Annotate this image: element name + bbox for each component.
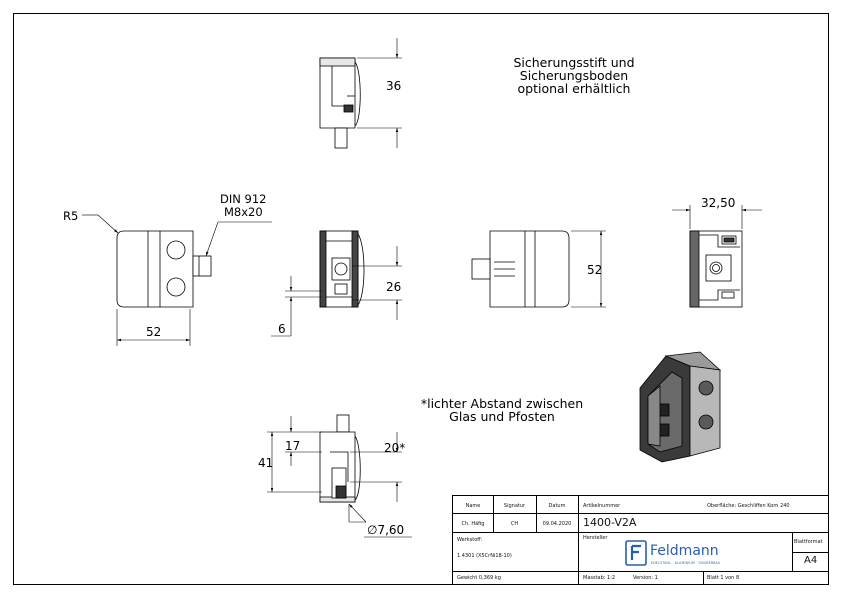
dim-36-label: 36 xyxy=(386,79,401,93)
dim-din-line1: DIN 912 xyxy=(220,192,266,206)
dim-r5-label: R5 xyxy=(63,209,78,223)
dim-6 xyxy=(271,276,322,337)
dim-760-label: ∅7,60 xyxy=(367,523,404,537)
side-view-center xyxy=(319,230,365,308)
hersteller-label: Hersteller xyxy=(583,535,608,541)
title-block: Name Signatur Datum Artikelnummer Oberfl… xyxy=(452,495,828,585)
blatt: Blatt 1 von 8 xyxy=(707,575,740,581)
blattformat-value: A4 xyxy=(804,555,818,566)
value-signatur: CH xyxy=(510,521,519,527)
dim-52-right xyxy=(571,230,606,308)
bottom-view xyxy=(319,414,361,503)
value-datum: 09.04.2020 xyxy=(542,521,572,527)
value-name: Ch. Häfig xyxy=(461,521,485,527)
header-oberflaeche: Oberfläche: Geschliffen Korn 240 xyxy=(707,503,790,509)
end-view xyxy=(689,230,743,308)
note-mid-line1: *lichter Abstand zwischen xyxy=(421,396,583,411)
front-view-left xyxy=(116,230,212,308)
massstab: Masstab: 1:2 xyxy=(583,575,616,581)
header-signatur: Signatur xyxy=(503,503,526,509)
dim-20 xyxy=(350,432,402,502)
dim-26-label: 26 xyxy=(386,280,401,294)
logo-wordmark: Feldmann xyxy=(650,543,719,559)
header-name: Name xyxy=(465,503,481,509)
dim-6-label: 6 xyxy=(278,322,286,336)
feldmann-logo: Feldmann EDELSTAHL · ALUMINIUM · SONDERB… xyxy=(625,540,745,568)
dim-20-label: 20* xyxy=(384,441,405,455)
isometric-view xyxy=(639,351,722,463)
dim-r5 xyxy=(82,214,119,234)
dim-26 xyxy=(352,246,402,320)
feldmann-logo-icon xyxy=(625,540,647,566)
note-mid-line2: Glas und Pfosten xyxy=(449,409,555,424)
blattformat-label: Blattformat xyxy=(794,539,823,545)
dim-17 xyxy=(285,416,322,466)
note-top-line1: Sicherungsstift und xyxy=(513,55,634,70)
dim-52-left xyxy=(116,309,191,346)
dim-3250 xyxy=(672,205,762,229)
dim-52-right-label: 52 xyxy=(587,263,602,277)
dim-17-label: 17 xyxy=(285,439,300,453)
back-view xyxy=(471,230,570,308)
header-datum: Datum xyxy=(548,503,566,509)
dim-din-line2: M8x20 xyxy=(224,205,263,219)
version: Version: 1 xyxy=(633,575,658,581)
dim-3250-label: 32,50 xyxy=(701,196,735,210)
top-view xyxy=(319,57,361,149)
dim-52-left-label: 52 xyxy=(146,325,161,339)
dim-36 xyxy=(357,38,402,148)
werkstoff-value: 1.4301 (X5CrNi18-10) xyxy=(457,553,512,559)
header-artikelnummer: Artikelnummer xyxy=(583,503,621,509)
drawing-frame xyxy=(13,13,829,585)
dim-760 xyxy=(348,503,412,538)
note-top-line2: Sicherungsboden xyxy=(520,68,628,83)
dim-41-label: 41 xyxy=(258,456,273,470)
logo-subline: EDELSTAHL · ALUMINIUM · SONDERBAU xyxy=(651,561,721,565)
value-artikelnummer: 1400-V2A xyxy=(583,516,637,529)
dim-din xyxy=(205,221,272,257)
note-top-line3: optional erhältlich xyxy=(518,81,631,96)
gewicht: Gewicht 0,369 kg xyxy=(457,575,501,581)
werkstoff-label: Werkstoff: xyxy=(457,537,483,543)
dim-41 xyxy=(267,431,322,493)
